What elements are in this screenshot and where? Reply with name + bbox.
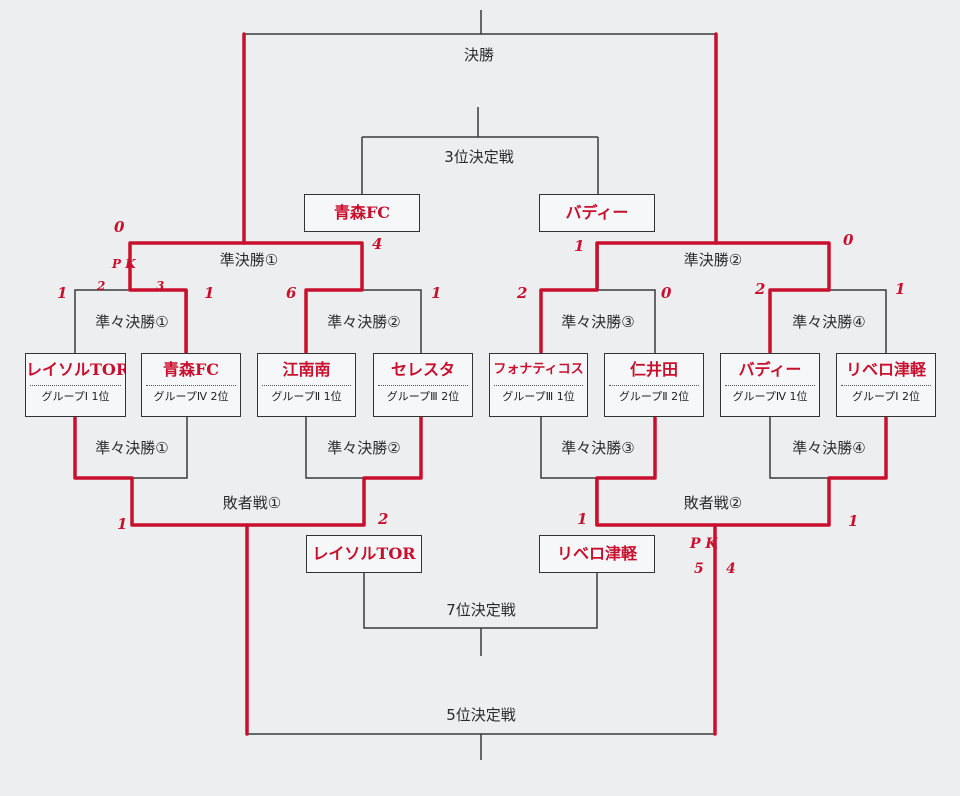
- team-name: 仁井田: [629, 360, 678, 379]
- pk-score-qf1-a: 2: [97, 279, 106, 293]
- red-path-libero-losers: [713, 416, 888, 527]
- losers2-result-box: リベロ津軽: [539, 535, 655, 573]
- final-label: 決勝: [457, 46, 501, 64]
- red-path-seresta-losers: [245, 416, 423, 527]
- team-name: バディー: [738, 360, 802, 379]
- team-divider: [494, 385, 583, 386]
- red-path-buddy-qf4: [714, 241, 831, 354]
- team-divider: [725, 385, 815, 386]
- team-group: グループⅢ 1位: [502, 390, 575, 403]
- red-path-konan-qf2: [242, 241, 364, 354]
- red-path-fonaticos-qf3: [539, 32, 718, 354]
- team-name: セレスタ: [390, 360, 455, 379]
- pk-label-losers2: P K: [690, 536, 718, 552]
- score-qf4-b: 1: [895, 280, 906, 298]
- qf4-lower-label: 準々決勝④: [786, 439, 872, 457]
- team-box-ineta: 仁井田 グループⅡ 2位: [604, 353, 704, 417]
- score-losers1-b: 2: [378, 510, 389, 528]
- qf3-upper-label: 準々決勝③: [555, 313, 641, 331]
- score-qf2-a: 6: [286, 284, 297, 302]
- qf2-upper-label: 準々決勝②: [321, 313, 407, 331]
- team-box-aomori: 青森FC グループⅣ 2位: [141, 353, 241, 417]
- team-group: グループⅣ 2位: [153, 390, 229, 403]
- qf1-upper-label: 準々決勝①: [89, 313, 175, 331]
- team-group: グループⅣ 1位: [732, 390, 808, 403]
- team-divider: [841, 385, 931, 386]
- team-name: レイソルTOR: [26, 360, 125, 379]
- team-group: グループⅠ 2位: [851, 390, 921, 403]
- score-losers1-a: 1: [117, 515, 128, 533]
- team-box-konan: 江南南 グループⅡ 1位: [257, 353, 356, 417]
- losers-2-label: 敗者戦②: [677, 494, 749, 512]
- semifinal-2-label: 準決勝②: [677, 251, 749, 269]
- team-box-seresta: セレスタ グループⅢ 2位: [373, 353, 473, 417]
- team-divider: [262, 385, 351, 386]
- team-divider: [378, 385, 468, 386]
- sf2-loser-box: バディー: [539, 194, 655, 232]
- team-name: 江南南: [282, 360, 331, 379]
- team-name: フォナティコス: [493, 362, 584, 377]
- team-box-fonaticos: フォナティコス グループⅢ 1位: [489, 353, 588, 417]
- qf2-lower-label: 準々決勝②: [321, 439, 407, 457]
- seventh-bracket: [363, 572, 598, 629]
- score-qf2-b: 1: [431, 284, 442, 302]
- team-name: 青森FC: [162, 360, 220, 379]
- third-place-label: 3位決定戦: [438, 148, 520, 166]
- team-box-reysol: レイソルTOR グループⅠ 1位: [25, 353, 126, 417]
- pk-score-losers2-b: 4: [726, 561, 736, 577]
- red-path-reysol-losers: [73, 416, 249, 736]
- red-path-ineta-losers: [595, 416, 717, 736]
- losers-1-label: 敗者戦①: [216, 494, 288, 512]
- semifinal-1-label: 準決勝①: [213, 251, 285, 269]
- qf3-lower-label: 準々決勝③: [555, 439, 641, 457]
- score-qf3-b: 0: [661, 284, 672, 302]
- score-final-left: 0: [114, 218, 125, 236]
- score-qf1-b: 1: [204, 284, 215, 302]
- score-sf1-right: 4: [372, 235, 383, 253]
- team-box-buddy: バディー グループⅣ 1位: [720, 353, 820, 417]
- team-divider: [609, 385, 699, 386]
- pk-label-qf1: P K: [112, 257, 136, 271]
- score-qf1-a: 1: [57, 284, 68, 302]
- qf1-lower-label: 準々決勝①: [89, 439, 175, 457]
- team-group: グループⅡ 2位: [618, 390, 690, 403]
- qf4-upper-label: 準々決勝④: [786, 313, 872, 331]
- score-final-right: 0: [843, 231, 854, 249]
- pk-score-qf1-b: 3: [156, 279, 165, 293]
- red-path-aomori-qf1: [128, 32, 246, 354]
- score-qf4-a: 2: [755, 280, 766, 298]
- team-group: グループⅡ 1位: [271, 390, 342, 403]
- team-divider: [146, 385, 236, 386]
- sf1-loser-box: 青森FC: [304, 194, 420, 232]
- team-box-libero: リベロ津軽 グループⅠ 2位: [836, 353, 936, 417]
- score-qf3-a: 2: [517, 284, 528, 302]
- team-divider: [30, 385, 121, 386]
- team-group: グループⅢ 2位: [386, 390, 460, 403]
- pk-score-losers2-a: 5: [694, 561, 704, 577]
- seventh-place-label: 7位決定戦: [440, 601, 522, 619]
- score-sf2-left: 1: [574, 237, 585, 255]
- team-name: リベロ津軽: [845, 360, 926, 379]
- score-losers2-b: 1: [848, 512, 859, 530]
- score-losers2-a: 1: [577, 510, 588, 528]
- losers1-result-box: レイソルTOR: [306, 535, 422, 573]
- fifth-place-label: 5位決定戦: [440, 706, 522, 724]
- team-group: グループⅠ 1位: [41, 390, 110, 403]
